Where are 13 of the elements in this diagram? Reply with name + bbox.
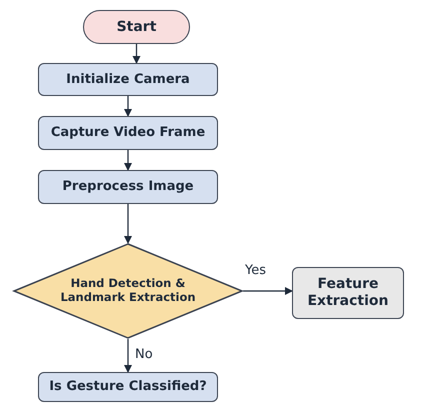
start-terminal: Start [83,10,190,44]
arrow [124,204,132,244]
arrow [243,287,293,295]
process-box: Is Gesture Classified? [38,372,218,402]
arrow [132,44,140,64]
arrow [124,150,132,171]
arrow [124,96,132,117]
process-box: Feature Extraction [292,267,404,319]
arrow [124,339,132,373]
process-box: Initialize Camera [38,63,218,96]
process-box: Capture Video Frame [38,116,218,150]
process-box: Preprocess Image [38,170,218,204]
decision-text: Hand Detection & Landmark Extraction [59,277,197,305]
